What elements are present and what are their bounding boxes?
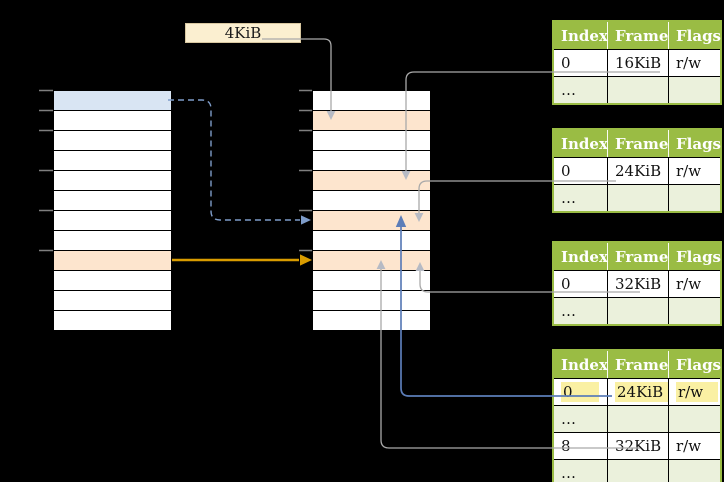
physical-memory-ticks xyxy=(299,89,312,252)
cell-flags xyxy=(669,406,720,432)
page-table-32kib: Index Frame Flags 0 32KiB r/w … xyxy=(552,241,722,326)
cell-index: … xyxy=(554,185,608,211)
cell-index: 0 xyxy=(554,50,608,76)
virtual-memory-table xyxy=(53,90,172,331)
memory-row xyxy=(313,231,430,251)
memory-row xyxy=(54,131,171,151)
cell-flags xyxy=(669,298,720,324)
cell-flags xyxy=(669,185,720,211)
cell-index: … xyxy=(554,460,608,482)
frame-size-text: 4KiB xyxy=(224,24,262,42)
virtual-memory-ticks xyxy=(39,89,53,252)
header-frame: Frame xyxy=(608,22,669,49)
memory-row xyxy=(313,151,430,171)
memory-row xyxy=(54,91,171,111)
header-index: Index xyxy=(554,243,608,270)
memory-row xyxy=(54,211,171,231)
highlighted-value: r/w xyxy=(676,382,718,402)
memory-row xyxy=(54,291,171,311)
cell-flags: r/w xyxy=(676,54,702,72)
page-table-24kib: Index Frame Flags 0 24KiB r/w … xyxy=(552,128,722,213)
cell-frame xyxy=(608,460,669,482)
cell-frame xyxy=(608,406,669,432)
frame-size-label: 4KiB xyxy=(185,23,301,43)
memory-row xyxy=(54,171,171,191)
table-row: … xyxy=(554,459,720,482)
memory-row xyxy=(313,91,430,111)
header-flags: Flags xyxy=(676,247,721,266)
header-flags: Flags xyxy=(676,355,721,374)
cell-index: … xyxy=(554,298,608,324)
cell-index: … xyxy=(554,406,608,432)
cell-flags: r/w xyxy=(676,437,702,455)
header-frame: Frame xyxy=(608,130,669,157)
cell-index: 8 xyxy=(554,433,608,459)
cell-frame xyxy=(608,298,669,324)
cell-index: 0 xyxy=(554,158,608,184)
cell-frame xyxy=(608,185,669,211)
connector-virtual-blue-page xyxy=(168,99,311,225)
header-index: Index xyxy=(554,351,608,378)
physical-memory-table xyxy=(312,90,431,331)
header-frame: Frame xyxy=(608,243,669,270)
memory-row xyxy=(313,291,430,311)
table-row: 0 32KiB r/w xyxy=(554,270,720,297)
header-flags: Flags xyxy=(676,134,721,153)
memory-row xyxy=(54,111,171,131)
cell-frame: 24KiB xyxy=(608,158,669,184)
cell-frame xyxy=(608,77,669,103)
memory-row xyxy=(313,171,430,191)
memory-row xyxy=(54,271,171,291)
cell-index: … xyxy=(554,77,608,103)
memory-row xyxy=(313,251,430,271)
table-row: 8 32KiB r/w xyxy=(554,432,720,459)
table-row: … xyxy=(554,76,720,103)
page-table-header: Index Frame Flags xyxy=(554,130,721,157)
page-table-header: Index Frame Flags xyxy=(554,22,721,49)
memory-row xyxy=(313,211,430,231)
memory-row xyxy=(54,251,171,271)
header-flags: Flags xyxy=(676,26,721,45)
memory-row xyxy=(54,231,171,251)
table-row: … xyxy=(554,405,720,432)
page-table-16kib: Index Frame Flags 0 16KiB r/w … xyxy=(552,20,722,105)
table-row: 0 24KiB r/w xyxy=(554,157,720,184)
cell-frame: 32KiB xyxy=(608,271,669,297)
header-index: Index xyxy=(554,22,608,49)
highlighted-value: 0 xyxy=(561,382,599,402)
highlighted-value: 24KiB xyxy=(615,382,668,402)
memory-row xyxy=(313,111,430,131)
cell-frame: 32KiB xyxy=(608,433,669,459)
memory-row xyxy=(313,191,430,211)
cell-frame: 24KiB xyxy=(608,379,669,405)
cell-flags: r/w xyxy=(676,162,702,180)
page-table-level2: Index Frame Flags 0 24KiB r/w … 8 32KiB … xyxy=(552,349,722,482)
cell-index: 0 xyxy=(554,271,608,297)
memory-row xyxy=(54,151,171,171)
memory-row xyxy=(313,311,430,330)
header-frame: Frame xyxy=(608,351,669,378)
header-index: Index xyxy=(554,130,608,157)
table-row-highlighted: 0 24KiB r/w xyxy=(554,378,720,405)
page-table-header: Index Frame Flags xyxy=(554,351,721,378)
memory-row xyxy=(313,271,430,291)
table-row: 0 16KiB r/w xyxy=(554,49,720,76)
connector-virtual-orange-page xyxy=(172,254,312,266)
table-row: … xyxy=(554,297,720,324)
page-table-header: Index Frame Flags xyxy=(554,243,721,270)
table-row: … xyxy=(554,184,720,211)
memory-row xyxy=(54,191,171,211)
cell-flags: r/w xyxy=(669,379,720,405)
cell-flags: r/w xyxy=(676,275,702,293)
memory-row xyxy=(313,131,430,151)
cell-frame: 16KiB xyxy=(608,50,669,76)
memory-row xyxy=(54,311,171,330)
cell-flags xyxy=(669,460,720,482)
cell-index: 0 xyxy=(554,379,608,405)
cell-flags xyxy=(669,77,720,103)
